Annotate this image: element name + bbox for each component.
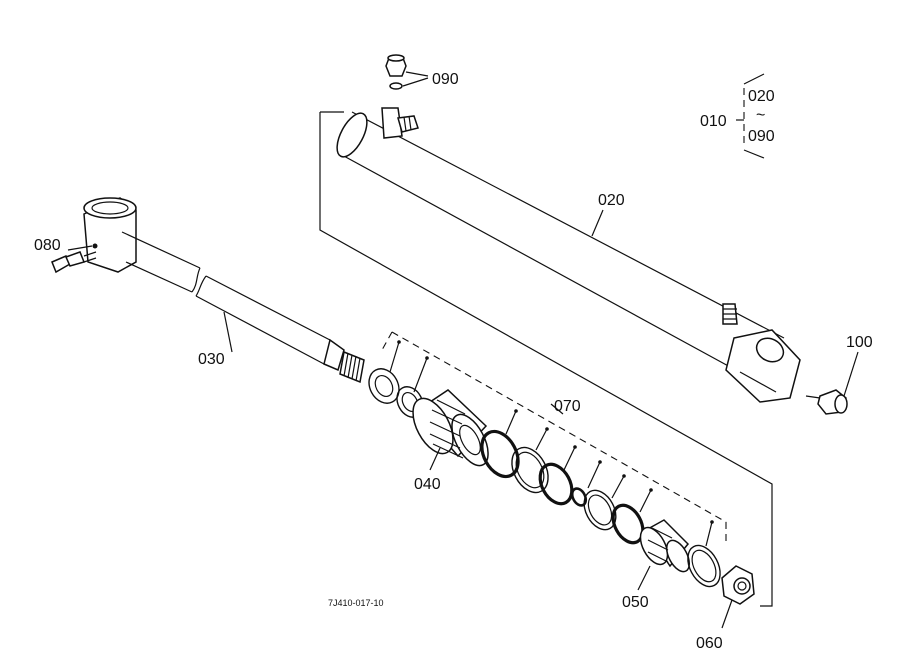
group-bracket [736, 73, 765, 159]
group-label-end: 090 [748, 128, 775, 145]
piston-rod [83, 197, 365, 384]
label-050: 050 [622, 594, 649, 611]
label-070: 070 [554, 398, 581, 415]
group-label-assembly: 010 [700, 113, 727, 130]
label-020: 020 [598, 192, 625, 209]
assembly-outline [319, 111, 773, 607]
part-labels: 090 020 080 030 100 070 040 050 060 010 … [34, 71, 873, 652]
leader-lines [67, 209, 859, 629]
label-040: 040 [414, 476, 441, 493]
group-label-tilde: ~ [756, 107, 765, 124]
group-label-start: 020 [748, 88, 775, 105]
elbow-fitting [805, 389, 848, 415]
seal-kit-outline [381, 331, 727, 546]
label-030: 030 [198, 351, 225, 368]
kit-markers [389, 340, 714, 547]
grease-nipple [51, 251, 97, 274]
label-080: 080 [34, 237, 61, 254]
cylinder-tube [336, 107, 801, 403]
label-100: 100 [846, 334, 873, 351]
label-090: 090 [432, 71, 459, 88]
plug-and-washer [385, 54, 429, 90]
drawing-number: 7J410-017-10 [328, 598, 384, 608]
label-060: 060 [696, 635, 723, 652]
seal-parts [368, 368, 755, 605]
